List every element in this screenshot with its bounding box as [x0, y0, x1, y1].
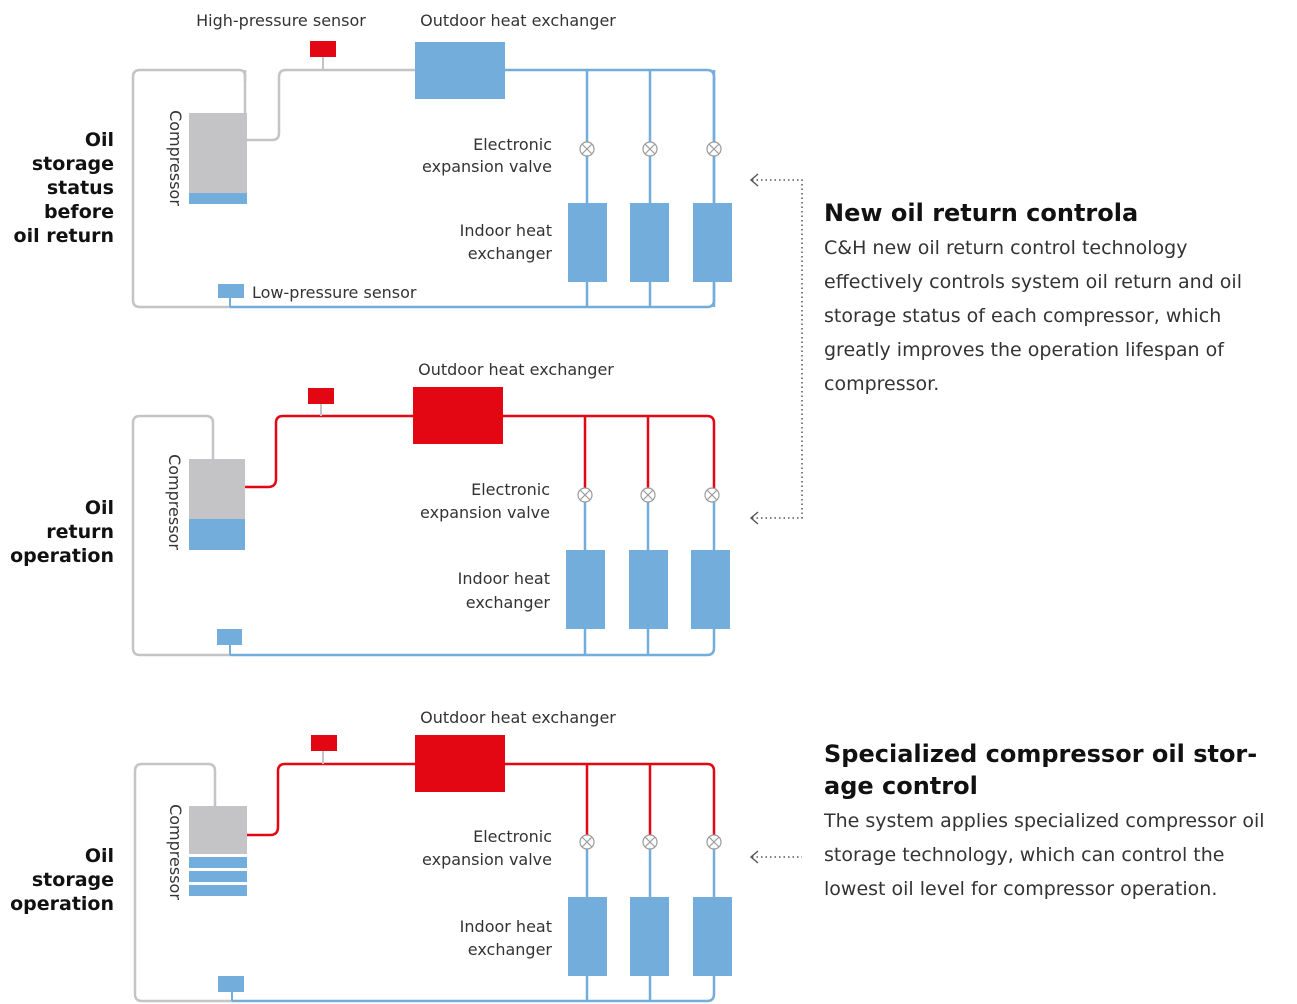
title-line: operation — [10, 545, 114, 567]
low-pressure-sensor-label: Low-pressure sensor — [252, 283, 417, 302]
low-pressure-sensor — [217, 629, 242, 645]
compressor — [189, 459, 245, 519]
outdoor-heat-exchanger — [413, 387, 503, 444]
title-line: oil return — [13, 225, 114, 247]
indoor-label-line2: exchanger — [468, 244, 553, 263]
expansion-valve-icon — [704, 487, 720, 503]
indoor-label-line2: exchanger — [466, 593, 551, 612]
discharge-pipe — [245, 68, 416, 142]
description-body: The system applies specialized compresso… — [824, 810, 1265, 900]
indoor-label-line2: exchanger — [468, 940, 553, 959]
compressor — [189, 806, 247, 854]
section-title-oil-storage-status: Oil storage status before oil return — [0, 128, 114, 248]
title-line: Oil — [84, 497, 114, 519]
title-line: status — [46, 177, 114, 199]
high-pressure-sensor — [311, 735, 337, 751]
arrow-left-icon — [749, 850, 759, 864]
expansion-valve-icon — [579, 141, 595, 157]
section-title-oil-return-operation: Oil return operation — [0, 496, 114, 568]
diagram-oil-storage-status: High-pressure sensor Outdoor heat exchan… — [131, 11, 732, 309]
title-line: storage — [31, 869, 114, 891]
low-pressure-sensor — [218, 284, 244, 298]
discharge-pipe — [247, 762, 416, 837]
expansion-valve-icon — [642, 834, 658, 850]
liquid-pipe-hot — [505, 762, 716, 835]
expansion-valve-icon — [640, 487, 656, 503]
arrow-left-icon — [749, 173, 759, 187]
title-line: before — [43, 201, 114, 223]
compressor-oil-level — [189, 519, 245, 550]
indoor-label-line1: Indoor heat — [460, 221, 552, 240]
title-line: operation — [10, 893, 114, 915]
compressor-oil-band — [189, 885, 247, 896]
high-pressure-sensor — [310, 41, 336, 57]
compressor — [189, 113, 247, 193]
high-pressure-sensor-label: High-pressure sensor — [196, 11, 366, 30]
valve-label-line2: expansion valve — [422, 850, 552, 869]
low-pressure-sensor — [218, 976, 244, 992]
diagram-oil-return-operation: Outdoor heat exchanger Compressor Electr… — [131, 360, 730, 657]
indoor-label-line1: Indoor heat — [460, 917, 552, 936]
outdoor-heat-exchanger-label: Outdoor heat exchanger — [420, 11, 616, 30]
arrow-left-icon — [749, 511, 759, 525]
valve-label-line2: expansion valve — [422, 157, 552, 176]
valve-label-line2: expansion valve — [420, 503, 550, 522]
low-side-pipe — [131, 68, 247, 309]
outdoor-heat-exchanger-label: Outdoor heat exchanger — [418, 360, 614, 379]
indoor-heat-exchanger — [693, 203, 732, 282]
outdoor-heat-exchanger — [415, 42, 505, 99]
indoor-heat-exchanger — [566, 550, 605, 629]
valve-label-line1: Electronic — [471, 480, 550, 499]
indoor-heat-exchanger — [691, 550, 730, 629]
compressor-oil-band — [189, 857, 247, 868]
expansion-valve-icon — [642, 141, 658, 157]
description-body: C&H new oil return control technology ef… — [824, 237, 1242, 395]
section-title-oil-storage-operation: Oil storage operation — [0, 844, 114, 916]
indoor-heat-exchanger — [630, 897, 669, 976]
expansion-valve-icon — [577, 487, 593, 503]
title-line: storage — [31, 153, 114, 175]
compressor-oil-band — [189, 871, 247, 882]
compressor-label: Compressor — [166, 110, 185, 206]
liquid-pipe-hot — [503, 414, 716, 488]
compressor-label: Compressor — [166, 804, 185, 900]
heading-line1: Specialized compressor oil stor- — [824, 740, 1258, 768]
low-side-pipe — [133, 762, 232, 1003]
expansion-valve-icon — [706, 834, 722, 850]
description-heading: Specialized compressor oil stor- age con… — [824, 738, 1284, 802]
high-pressure-sensor — [308, 388, 334, 404]
diagram-oil-storage-operation: Outdoor heat exchanger Compressor Electr… — [133, 708, 732, 1003]
return-pipe — [232, 849, 716, 1003]
discharge-pipe — [245, 414, 414, 489]
expansion-valve-icon — [579, 834, 595, 850]
description-oil-return-control: New oil return controla C&H new oil retu… — [824, 197, 1284, 401]
indoor-heat-exchanger — [568, 897, 607, 976]
return-pipe — [230, 502, 716, 657]
outdoor-heat-exchanger — [415, 735, 505, 792]
heading-line2: age control — [824, 772, 978, 800]
description-oil-storage-control: Specialized compressor oil stor- age con… — [824, 738, 1284, 906]
expansion-valve-icon — [706, 141, 722, 157]
indoor-heat-exchanger — [693, 897, 732, 976]
description-heading: New oil return controla — [824, 199, 1139, 227]
compressor-label: Compressor — [165, 454, 184, 550]
outdoor-heat-exchanger-label: Outdoor heat exchanger — [420, 708, 616, 727]
indoor-label-line1: Indoor heat — [458, 569, 550, 588]
valve-label-line1: Electronic — [473, 827, 552, 846]
low-side-pipe — [131, 414, 230, 657]
indoor-heat-exchanger — [629, 550, 668, 629]
indoor-heat-exchanger — [630, 203, 669, 282]
dotted-connector — [749, 173, 803, 864]
indoor-heat-exchanger — [568, 203, 607, 282]
compressor-oil-level — [189, 193, 247, 204]
title-line: Oil — [84, 845, 114, 867]
title-line: Oil — [84, 129, 114, 151]
valve-label-line1: Electronic — [473, 135, 552, 154]
title-line: return — [46, 521, 114, 543]
